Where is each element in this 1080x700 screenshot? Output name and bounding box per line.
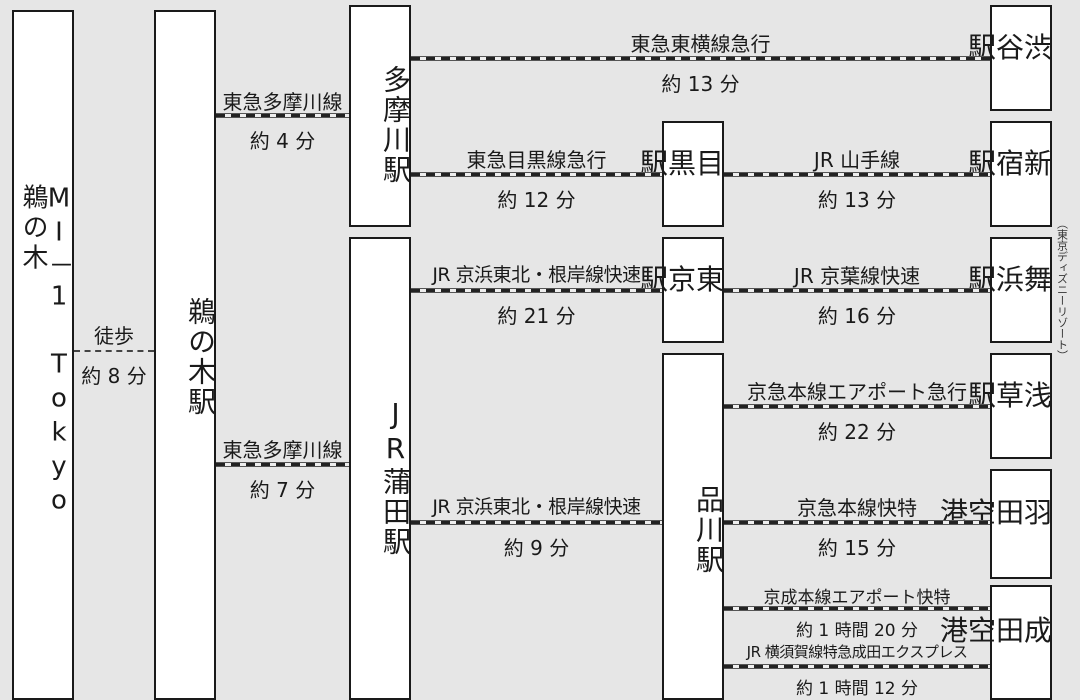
walk-time: 約 8 分	[81, 364, 147, 388]
track-tamagawa-shibuya	[411, 56, 990, 61]
track-shinagawa-narita-keisei	[724, 606, 990, 611]
station-meguro: 目黒駅	[636, 121, 725, 227]
track-unoki-kamata	[216, 462, 349, 467]
route-label-shinagawa-narita-jr: JR 横須賀線特急成田エクスプレス	[746, 643, 968, 661]
station-label-kamata: JR蒲田駅	[379, 397, 412, 557]
walk-label: 徒歩	[94, 324, 134, 348]
station-label-tokyo: 東京駅	[636, 264, 725, 295]
route-time-tamagawa-shibuya: 約 13 分	[661, 72, 740, 96]
route-time-shinagawa-asakusa: 約 22 分	[817, 420, 897, 444]
route-time-kamata-tokyo: 約 21 分	[497, 304, 576, 328]
station-label-shinagawa: 品川駅	[692, 485, 725, 575]
track-kamata-tokyo	[411, 288, 662, 293]
station-label-shibuya: 渋谷駅	[964, 32, 1053, 63]
route-time-shinagawa-narita-keisei: 約 1 時間 20 分	[795, 621, 919, 641]
station-narita-airport: 成田空港	[936, 585, 1053, 700]
route-label-kamata-tokyo: JR 京浜東北・根岸線快速	[432, 264, 641, 286]
station-label-tamagawa: 多摩川駅	[379, 65, 412, 185]
route-time-meguro-shinjuku: 約 13 分	[817, 188, 897, 212]
track-meguro-shinjuku	[724, 172, 990, 177]
station-tokyo: 東京駅	[636, 237, 725, 343]
track-shinagawa-asakusa	[724, 404, 990, 409]
station-unoki: 鵜の木駅	[154, 10, 217, 700]
station-label-asakusa: 浅草駅	[964, 380, 1053, 411]
station-maihama: 舞浜駅	[964, 237, 1053, 343]
track-shinagawa-narita-jr	[724, 664, 990, 669]
track-shinagawa-haneda	[724, 520, 990, 525]
station-label-origin: MI－1 Tokyo 鵜の木	[18, 183, 74, 520]
station-jr-kamata: JR蒲田駅	[349, 237, 412, 700]
maihama-note: （東京ディズニーリゾート）	[1055, 218, 1069, 361]
track-kamata-shinagawa	[411, 520, 662, 525]
route-label-meguro-shinjuku: JR 山手線	[813, 148, 901, 172]
route-label-tokyo-maihama: JR 京葉線快速	[793, 264, 921, 288]
route-time-unoki-kamata: 約 7 分	[249, 478, 316, 502]
route-time-tamagawa-meguro: 約 12 分	[497, 188, 576, 212]
station-haneda-airport: 羽田空港	[936, 469, 1053, 579]
route-time-tokyo-maihama: 約 16 分	[817, 304, 897, 328]
walk-connector	[74, 350, 154, 352]
route-time-unoki-tamagawa: 約 4 分	[249, 129, 316, 153]
station-label-haneda: 羽田空港	[936, 497, 1053, 528]
route-label-unoki-tamagawa: 東急多摩川線	[222, 90, 343, 114]
station-label-narita: 成田空港	[936, 614, 1053, 645]
station-asakusa: 浅草駅	[964, 353, 1053, 459]
route-label-shinagawa-asakusa: 京急本線エアポート急行	[747, 380, 967, 404]
route-time-kamata-shinagawa: 約 9 分	[503, 536, 570, 560]
station-label-unoki: 鵜の木駅	[184, 297, 217, 417]
route-label-unoki-kamata: 東急多摩川線	[222, 438, 343, 462]
station-shibuya: 渋谷駅	[964, 5, 1053, 111]
station-shinjuku: 新宿駅	[964, 121, 1053, 227]
station-label-maihama: 舞浜駅	[964, 264, 1053, 295]
station-shinagawa: 品川駅	[662, 353, 725, 700]
route-label-tamagawa-shibuya: 東急東横線急行	[630, 32, 771, 56]
station-mi1-tokyo-unoki: MI－1 Tokyo 鵜の木	[12, 10, 74, 700]
track-unoki-tamagawa	[216, 113, 349, 118]
track-tokyo-maihama	[724, 288, 990, 293]
station-tamagawa: 多摩川駅	[349, 5, 412, 227]
route-label-tamagawa-meguro: 東急目黒線急行	[466, 148, 607, 172]
route-time-shinagawa-narita-jr: 約 1 時間 12 分	[795, 679, 919, 699]
route-time-shinagawa-haneda: 約 15 分	[817, 536, 897, 560]
track-tamagawa-meguro	[411, 172, 662, 177]
station-label-shinjuku: 新宿駅	[964, 148, 1053, 179]
route-label-shinagawa-narita-keisei: 京成本線エアポート快特	[763, 588, 951, 608]
station-label-meguro: 目黒駅	[636, 148, 725, 179]
route-label-shinagawa-haneda: 京急本線快特	[797, 496, 917, 520]
route-label-kamata-shinagawa: JR 京浜東北・根岸線快速	[432, 496, 641, 518]
